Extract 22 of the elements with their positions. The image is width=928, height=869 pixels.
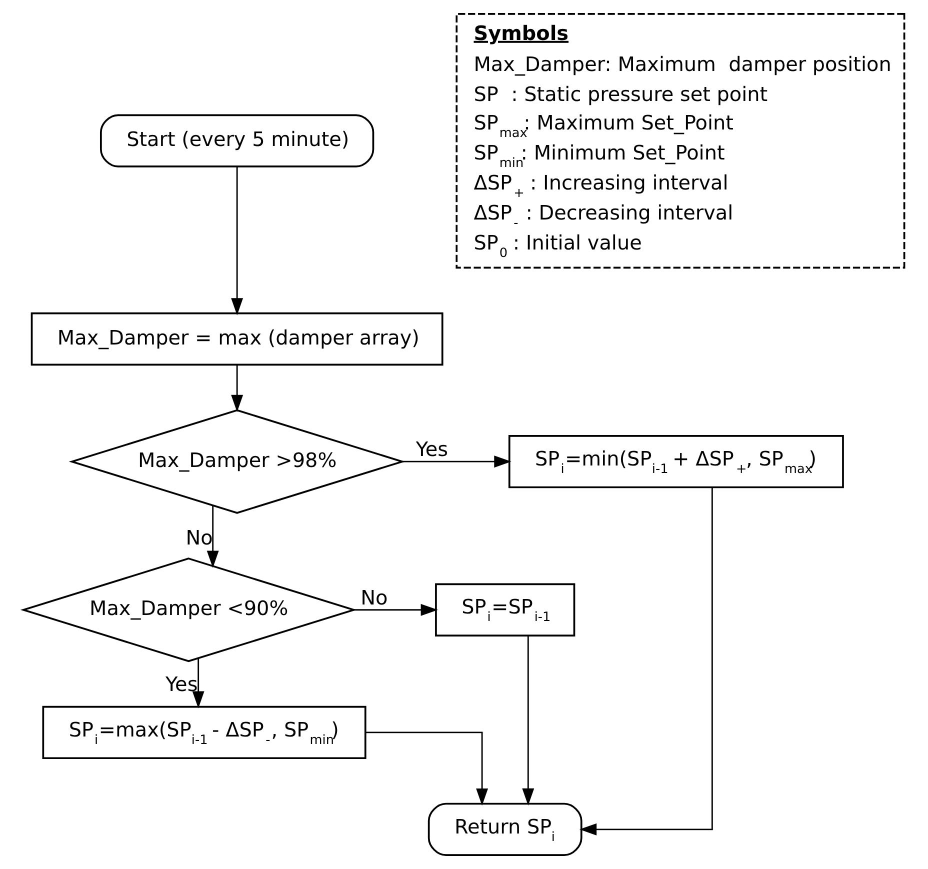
node-diamond: Max_Damper >98%: [68, 409, 406, 514]
edge-label: Yes: [416, 437, 448, 462]
arrow: [231, 166, 244, 316]
arrow: [365, 732, 488, 806]
node-box: SP$_{i}$=SP$_{i-1}$: [435, 583, 576, 636]
arrow: [522, 636, 534, 806]
edge-label: Yes: [166, 672, 198, 696]
arrow: [402, 456, 512, 468]
arrow: [579, 487, 713, 836]
node-box: Start (every 5 minute): [100, 114, 374, 168]
arrow: [206, 506, 219, 568]
arrow: [192, 658, 204, 708]
node-box: Max_Damper = max (damper array): [30, 312, 444, 366]
edge-label: No: [186, 526, 213, 550]
arrow: [231, 364, 244, 412]
arrow: [354, 604, 438, 616]
node-box: Return SP$_{i}$: [428, 802, 582, 856]
node-box: Symbols Max_Damper: Maximum damper position SP : Static pressure set point SP$_{max}$: Maximum Set_Point SP$_{min}$: Minimum Set_Point ΔSP$_{+}$ : Increasing interval ΔSP$_{-}$ : Decreasing interval SP$_{0}$ : Initial value: [456, 13, 906, 269]
node-diamond: Max_Damper <90%: [20, 558, 357, 662]
node-box: SP$_{i}$=max(SP$_{i-1}$ - ΔSP$_{-}$, SP$_{min}$): [42, 706, 366, 760]
node-box: SP$_{i}$=min(SP$_{i-1}$ + ΔSP$_{+}$, SP$_{max}$): [508, 435, 844, 488]
edge-label: No: [360, 585, 388, 610]
